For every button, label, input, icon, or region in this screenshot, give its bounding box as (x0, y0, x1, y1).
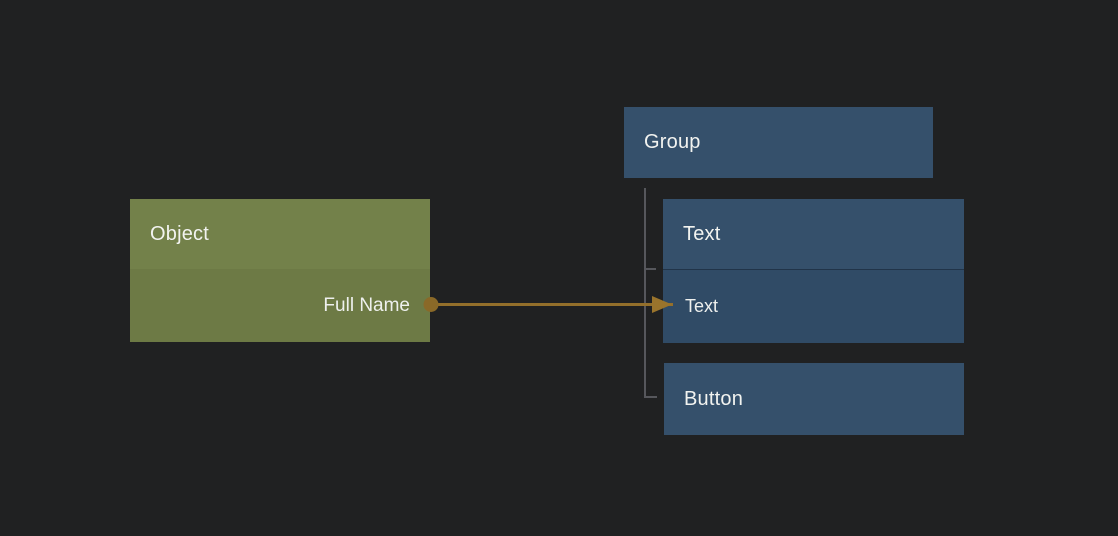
node-group-header[interactable]: Group (624, 107, 933, 178)
tree-connector-branch-button (644, 396, 657, 398)
tree-connector-branch-text (644, 268, 656, 270)
port-label-full-name: Full Name (323, 294, 410, 316)
output-port-dot[interactable] (423, 297, 439, 312)
node-object-title: Object (150, 222, 210, 245)
tree-connector-vertical (644, 188, 646, 398)
node-text-port-text[interactable]: Text (663, 269, 964, 343)
node-button-header[interactable]: Button (664, 363, 964, 435)
port-label-text: Text (685, 296, 719, 316)
node-object-port-full-name[interactable]: Full Name (130, 269, 430, 342)
node-object-header[interactable]: Object (130, 199, 430, 269)
node-text-header[interactable]: Text (663, 199, 964, 269)
node-button-title: Button (684, 387, 744, 410)
connection-arrow[interactable] (420, 288, 680, 322)
connection-arrowhead-icon (652, 296, 672, 313)
node-group[interactable]: Group (624, 107, 933, 178)
node-text[interactable]: Text Text (663, 199, 964, 343)
node-object[interactable]: Object Full Name (130, 199, 430, 342)
node-text-title: Text (683, 222, 721, 245)
node-button[interactable]: Button (664, 363, 964, 435)
node-group-title: Group (644, 131, 701, 153)
